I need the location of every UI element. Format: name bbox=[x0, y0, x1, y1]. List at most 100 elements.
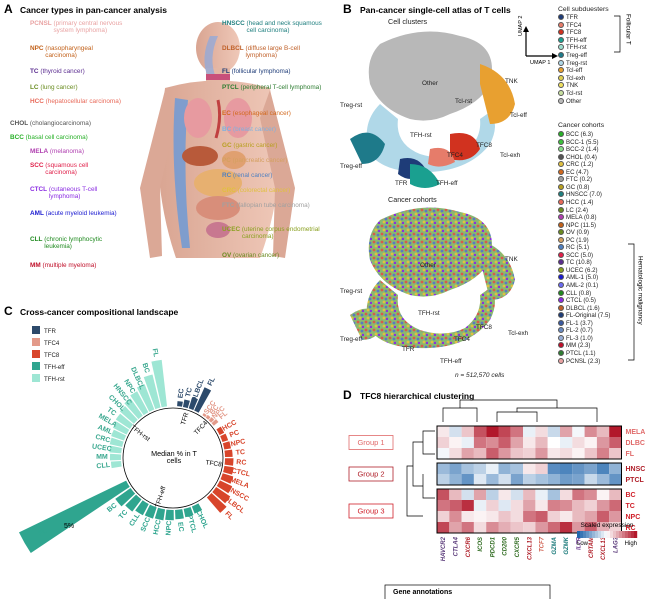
polar-bar bbox=[18, 480, 130, 553]
heatmap-cell bbox=[473, 437, 487, 448]
cohort-legend-swatch bbox=[558, 236, 564, 243]
cohort-legend-row: HCC (1.4) bbox=[558, 198, 593, 206]
heatmap-cell bbox=[461, 474, 474, 485]
heme-bracket bbox=[628, 243, 635, 361]
cancer-label-cll: CLL (chronic lymphocytic leukemia) bbox=[30, 236, 103, 251]
cohort-legend-swatch bbox=[558, 146, 564, 153]
subtype-legend-swatch bbox=[558, 21, 564, 28]
cohort-legend-swatch bbox=[558, 289, 564, 296]
heatmap-gene-label: GZMK bbox=[564, 536, 570, 554]
heatmap-cell bbox=[572, 522, 585, 533]
polar-bar bbox=[188, 397, 198, 411]
polar-bar-label: NPC bbox=[165, 521, 173, 536]
heatmap-cell bbox=[560, 426, 573, 437]
cohort-legend-label: BCC-1 (5.5) bbox=[566, 138, 599, 146]
cancer-label-crc: CRC (colorectal cancer) bbox=[222, 187, 291, 194]
polar-legend-row: TFR bbox=[32, 326, 56, 335]
heatmap-col-dendrogram bbox=[442, 399, 598, 422]
polar-bar-label: TC bbox=[236, 449, 246, 457]
subtype-legend-swatch bbox=[558, 74, 564, 81]
cancer-label-npc: NPC (nasopharyngeal carcinoma) bbox=[30, 45, 93, 60]
subtype-legend-row: TFH-rst bbox=[558, 44, 587, 51]
heatmap-cell bbox=[486, 448, 499, 459]
polar-legend-swatch bbox=[32, 350, 40, 358]
heatmap-cell bbox=[461, 489, 474, 500]
cohort-legend-row: NPC (11.5) bbox=[558, 221, 596, 229]
cohort-legend-swatch bbox=[558, 183, 564, 190]
polar-bar bbox=[194, 387, 212, 413]
heatmap-cell bbox=[498, 474, 511, 485]
umap-top-label-tclexh: Tcl-exh bbox=[500, 152, 521, 159]
cohort-legend-row: RC (5.1) bbox=[558, 244, 589, 251]
polar-bar bbox=[182, 399, 190, 409]
scale-swatch bbox=[598, 531, 602, 538]
polar-bar bbox=[205, 414, 211, 420]
polar-bar bbox=[112, 421, 130, 435]
heatmap-cell bbox=[560, 500, 573, 511]
cohort-legend-label: HNSCC (7.0) bbox=[566, 191, 602, 199]
follicular-bracket bbox=[614, 15, 621, 53]
umap-top-label-tfhrst: TFH-rst bbox=[410, 132, 432, 139]
cohort-legend-swatch bbox=[558, 282, 564, 288]
heatmap-gene-label: IL7R bbox=[576, 536, 582, 550]
cohort-legend-swatch bbox=[558, 312, 564, 319]
heatmap-row-label: FL bbox=[626, 451, 635, 458]
cohort-legend-row: OV (0.9) bbox=[558, 229, 589, 236]
cohort-legend-swatch bbox=[558, 327, 564, 334]
scale-high: High bbox=[625, 541, 637, 547]
subtype-legend-label: Tcl-exh bbox=[566, 74, 586, 82]
subtype-legend-label: TFH-eff bbox=[566, 36, 587, 44]
annotation-title: Gene annotations bbox=[393, 589, 452, 596]
cohort-legend-label: GC (0.8) bbox=[566, 183, 590, 191]
heatmap-cell bbox=[473, 489, 487, 500]
polar-bar-label: FL bbox=[218, 410, 230, 421]
polar-bar bbox=[119, 406, 138, 424]
heatmap-gene-label: HAVCR2 bbox=[441, 536, 447, 561]
cohort-legend-label: CLL (0.8) bbox=[566, 289, 592, 297]
subtype-legend-row: Treg-eff bbox=[558, 52, 587, 59]
heatmap-cell bbox=[596, 426, 610, 437]
heatmap-cell bbox=[473, 500, 487, 511]
heatmap-cell bbox=[547, 511, 560, 522]
scale-swatch bbox=[601, 531, 605, 538]
umap-bottom-label-tclexh: Tcl-exh bbox=[508, 330, 529, 337]
cohort-legend-swatch bbox=[558, 266, 564, 273]
umap-top-label-tclrst: Tcl-rst bbox=[455, 98, 473, 105]
polar-bar bbox=[109, 437, 124, 447]
cohort-legend-row: CRC (1.2) bbox=[558, 161, 593, 168]
cohort-legend-label: UCEC (6.2) bbox=[566, 266, 598, 274]
heatmap-group-label: Group 3 bbox=[357, 507, 384, 516]
heatmap-cell bbox=[437, 500, 450, 511]
umap-top-treg bbox=[350, 132, 385, 164]
heatmap-cell bbox=[510, 500, 524, 511]
scale-swatch bbox=[622, 531, 626, 538]
heatmap-cell bbox=[596, 511, 610, 522]
polar-bar-label: NPC bbox=[230, 438, 246, 448]
heatmap-cell bbox=[486, 500, 499, 511]
follicular-label: Follicular T bbox=[624, 14, 632, 45]
cohort-legend-label: SCC (5.0) bbox=[566, 251, 594, 259]
heatmap-cell bbox=[473, 426, 487, 437]
heatmap-cell bbox=[437, 448, 450, 459]
subtype-legend-label: Tcl-eff bbox=[566, 67, 583, 75]
cancer-label-scc: SCC (squamous cell carcinoma) bbox=[30, 162, 89, 177]
cohort-legend-row: FTC (0.2) bbox=[558, 176, 592, 183]
cancer-label-ucec: UCEC (uterine corpus endometrial carcino… bbox=[222, 226, 320, 241]
umap-bottom-title: Cancer cohorts bbox=[388, 195, 437, 204]
heatmap-cell bbox=[486, 511, 499, 522]
cohort-legend-swatch bbox=[558, 229, 564, 236]
polar-legend-swatch bbox=[32, 374, 40, 382]
umap-bottom-label-tfc8: TFC8 bbox=[476, 324, 492, 331]
polar-bar bbox=[202, 412, 207, 418]
scale-title: Scaled expression bbox=[580, 522, 633, 529]
cohort-legend-row: GC (0.8) bbox=[558, 183, 590, 191]
heatmap-cell bbox=[584, 448, 597, 459]
polar-bar bbox=[130, 391, 149, 416]
polar-bar bbox=[216, 480, 233, 494]
heatmap-cell bbox=[535, 500, 548, 511]
heatmap-cell bbox=[461, 463, 474, 474]
cohort-legend-label: FTC (0.2) bbox=[566, 176, 593, 184]
cohort-legend-label: BCC (6.3) bbox=[566, 131, 594, 138]
heatmap-row-label: DLBCL bbox=[626, 440, 646, 447]
umap-bottom-label-tnk: TNK bbox=[505, 256, 518, 263]
